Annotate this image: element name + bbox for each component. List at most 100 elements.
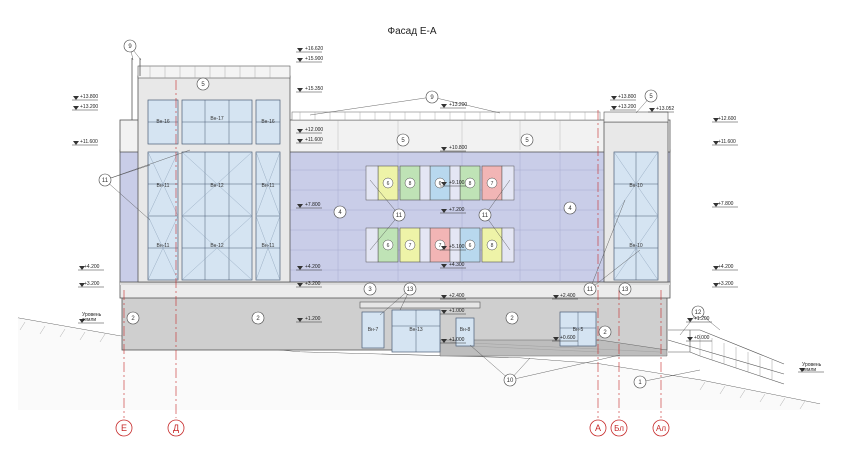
drawing-title: Фасад Е-А [387,26,436,37]
level-10800: +10.800 [449,145,467,151]
ramp-hatch [449,341,661,353]
level-5100: +5.100 [449,244,465,250]
window-label-w13: Вн-13 [409,327,423,333]
window-label-w12: Вн-12 [210,183,224,189]
exterior-stairs [667,329,785,385]
slab-shadow [120,282,670,285]
level-triangles [73,48,805,372]
level-11600-right: +11.600 [718,139,736,145]
axis-label-al: Ал [656,424,666,433]
left-upper-mullions [148,100,280,144]
callout-circles [98,39,705,389]
axis-label-d: Д [173,423,179,433]
callout-11b: 11 [396,213,403,219]
panel-num-4: 8 [469,181,472,187]
level-1200-right: +1.200 [694,316,710,322]
level-4300-center: +4.300 [449,262,465,268]
entry-canopy [359,301,481,309]
axis-lines [123,80,662,418]
panel-numbers: 6 8 6 8 7 6 7 7 6 8 [387,181,494,249]
level-13800-right: +13.800 [618,94,636,100]
callout-2b: 2 [256,316,260,322]
level-11600-left: +11.600 [80,139,98,145]
ground-fill [18,318,820,410]
window-label-w8: Вн-8 [460,327,471,333]
axis-marker-d [167,419,185,437]
callout-11d: 11 [587,287,594,293]
level-11600-center: +11.600 [305,137,323,143]
roof-railing-center [291,111,601,121]
callout-5b: 5 [401,138,405,144]
callout-11a: 11 [102,178,109,184]
level-12600: +12.600 [718,116,736,122]
level-ground-left-2: земли [82,317,96,323]
callout-4a: 4 [338,210,342,216]
callout-5d: 5 [649,94,653,100]
left-tower-parapet [137,65,291,79]
axis-marker-e [115,419,133,437]
panel-num-1: 6 [387,181,390,187]
callout-2c: 2 [510,316,514,322]
callout-5c: 5 [525,138,529,144]
window-label-w7: Вн-7 [368,327,379,333]
window-label-w12b: Вн-12 [210,243,224,249]
callout-9a: 9 [128,44,132,50]
level-13052: +13.052 [656,106,674,112]
level-3200-right: +3.200 [718,281,734,287]
ground-hatch [19,321,806,410]
level-values: +16.620 +15.900 +15.350 +13.800 +13.200 … [80,46,822,373]
level-3200-left: +3.200 [84,281,100,287]
window-label-w11: Вн-11 [157,183,170,189]
axis-label-bl: Бл [614,424,624,433]
window-label-w11b: Вн-11 [262,183,275,189]
level-7800-left: +7.800 [305,202,321,208]
panel-num-9: 6 [469,243,472,249]
callout-1: 1 [638,380,642,386]
callout-2a: 2 [131,316,135,322]
axis-marker-a [589,419,607,437]
level-ground-left-1: Уровень [82,312,102,318]
level-13200-right: +13.200 [618,104,636,110]
right-tower-parapet [603,111,669,123]
panel-num-7: 7 [409,243,412,249]
panel-columns [365,165,515,263]
panel-num-10: 8 [491,243,494,249]
level-15350: +15.350 [305,86,323,92]
axis-label-e: Е [121,423,127,433]
left-window-diagonals [147,151,281,281]
level-13800-left: +13.800 [80,94,98,100]
level-4200-center: +4.200 [305,264,321,270]
level-ground-right-1: Уровень [802,362,822,368]
window-labels: Вн-16 Вн-17 Вн-16 Вн-11 Вн-12 Вн-11 Вн-1… [156,116,643,333]
level-1000-center: +1.000 [449,308,465,314]
window-label-w17: Вн-17 [210,116,224,122]
axis-label-a: А [595,423,601,433]
level-4200-right: +4.200 [718,264,734,270]
level-7200: +7.200 [449,207,465,213]
axis-marker-bl [610,419,628,437]
cornice-panels [337,120,561,150]
axis-markers: Е Д А Бл Ал [115,419,670,437]
level-3200-center: +3.200 [305,281,321,287]
callout-3: 3 [368,287,372,293]
callout-2d: 2 [603,330,607,336]
level-0000-right: +0.000 [694,335,710,341]
callout-10: 10 [507,378,514,384]
level-2400-center: +2.400 [449,293,465,299]
level-1200-center: +1.200 [305,316,321,322]
level-4200-left: +4.200 [84,264,100,270]
window-label-w11d: Вн-11 [262,243,275,249]
level-2400-right: +2.400 [560,293,576,299]
callout-12: 12 [695,310,702,316]
callout-5a: 5 [201,82,205,88]
level-entry-0600: +0.600 [560,335,576,341]
left-tower-railing [149,66,271,78]
callout-13a: 13 [407,287,414,293]
level-ground-right-2: земли [802,367,816,373]
window-label-w10: Вн-10 [629,183,643,189]
callout-4b: 4 [568,206,572,212]
level-12000-center: +12.000 [305,127,323,133]
callout-11c: 11 [482,213,489,219]
panel-num-2: 8 [409,181,412,187]
